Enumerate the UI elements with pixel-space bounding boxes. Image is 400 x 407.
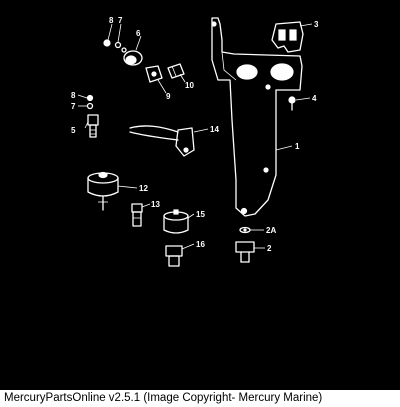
part-switch-15: [163, 209, 189, 234]
part-washer-7-lower: [86, 102, 94, 110]
callout-6: 6: [136, 29, 141, 38]
part-screw-4: [288, 96, 296, 111]
part-bolt-2: [235, 241, 255, 263]
callout-1: 1: [295, 142, 300, 151]
part-fitting-10: [167, 63, 185, 79]
callout-2: 2: [267, 244, 272, 253]
part-bracket: [211, 17, 303, 217]
callout-8-upper: 8: [109, 16, 114, 25]
part-screw-8-upper: [103, 39, 111, 47]
callout-7-lower: 7: [71, 102, 76, 111]
part-harness-14: [129, 125, 195, 157]
leader-lines: [77, 23, 313, 250]
callout-5: 5: [71, 126, 76, 135]
part-pressure-switch-12: [87, 171, 119, 211]
part-connector-block: [271, 21, 304, 53]
part-plug-16: [165, 245, 183, 267]
callout-12: 12: [139, 184, 148, 193]
part-sender-6: [121, 47, 143, 66]
callout-14: 14: [210, 125, 219, 134]
callout-4: 4: [312, 94, 317, 103]
callout-13: 13: [151, 200, 160, 209]
part-switch-9: [145, 65, 163, 83]
callout-9: 9: [166, 92, 171, 101]
callout-7-upper: 7: [118, 16, 123, 25]
part-fitting-13: [131, 203, 143, 227]
callout-15: 15: [196, 210, 205, 219]
parts-diagram: 1 2 2A 3 4 5 6 7 7 8 8 9 10 12 13 14 15 …: [71, 16, 319, 267]
callout-3: 3: [314, 20, 319, 29]
part-washer-7-upper: [114, 41, 122, 49]
part-washer-2a: [239, 226, 251, 234]
part-sender-5: [87, 114, 99, 138]
copyright-caption: MercuryPartsOnline v2.5.1 (Image Copyrig…: [0, 390, 400, 407]
callout-10: 10: [185, 81, 194, 90]
callout-8-lower: 8: [71, 91, 76, 100]
callout-2a: 2A: [266, 226, 276, 235]
callout-16: 16: [196, 240, 205, 249]
part-screw-8-lower: [86, 94, 94, 102]
